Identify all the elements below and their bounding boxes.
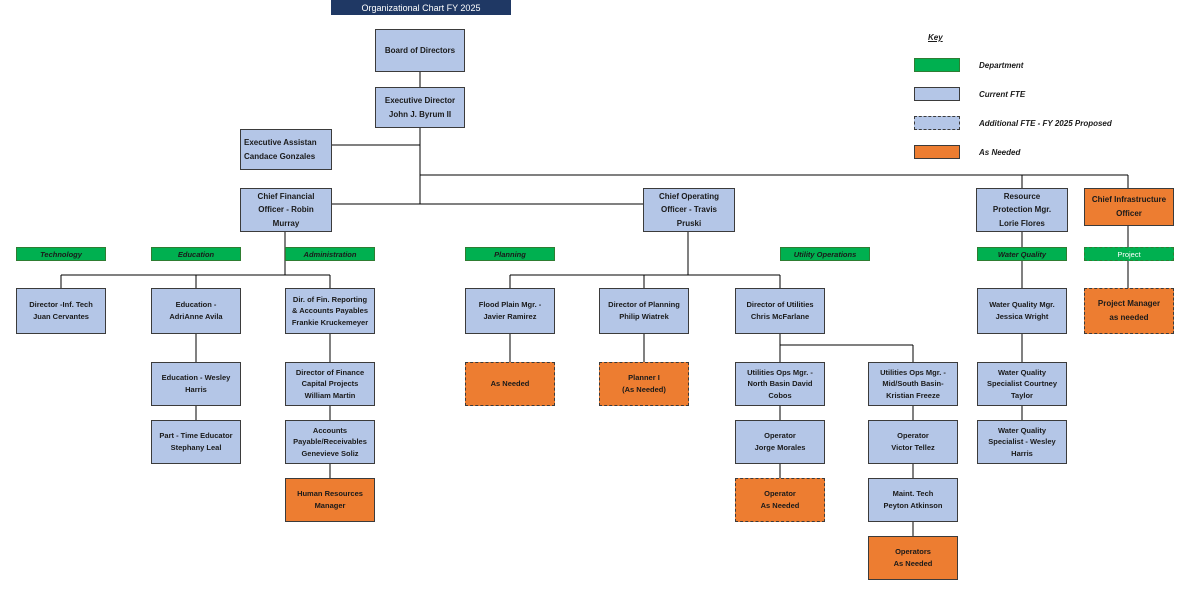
node-planner-i: Planner I (As Needed) xyxy=(599,362,689,406)
node-director-finance-capital: Director of Finance Capital Projects Wil… xyxy=(285,362,375,406)
node-director-inf-tech: Director -Inf. Tech Juan Cervantes xyxy=(16,288,106,334)
node-operator-tellez: Operator Victor Tellez xyxy=(868,420,958,464)
dept-administration: Administration xyxy=(285,247,375,261)
key-label-additional-fte: Additional FTE - FY 2025 Proposed xyxy=(979,119,1112,128)
node-wq-specialist-harris: Water Quality Specialist - Wesley Harris xyxy=(977,420,1067,464)
chart-title: Organizational Chart FY 2025 xyxy=(331,0,511,15)
node-water-quality-mgr: Water Quality Mgr. Jessica Wright xyxy=(977,288,1067,334)
key-label-current-fte: Current FTE xyxy=(979,90,1026,99)
node-operators-as-needed: Operators As Needed xyxy=(868,536,958,580)
node-planning-as-needed: As Needed xyxy=(465,362,555,406)
node-wq-specialist-taylor: Water Quality Specialist Courtney Taylor xyxy=(977,362,1067,406)
node-executive-director: Executive Director John J. Byrum II xyxy=(375,87,465,128)
node-dir-fin-reporting: Dir. of Fin. Reporting & Accounts Payabl… xyxy=(285,288,375,334)
node-util-ops-mid-south-basin: Utilities Ops Mgr. - Mid/South Basin- Kr… xyxy=(868,362,958,406)
node-accounts-payable: Accounts Payable/Receivables Genevieve S… xyxy=(285,420,375,464)
node-flood-plain-mgr: Flood Plain Mgr. - Javier Ramirez xyxy=(465,288,555,334)
dept-water-quality: Water Quality xyxy=(977,247,1067,261)
node-director-of-utilities: Director of Utilities Chris McFarlane xyxy=(735,288,825,334)
node-resource-protection-mgr: Resource Protection Mgr. Lorie Flores xyxy=(976,188,1068,232)
node-maint-tech: Maint. Tech Peyton Atkinson xyxy=(868,478,958,522)
node-util-ops-north-basin: Utilities Ops Mgr. - North Basin David C… xyxy=(735,362,825,406)
dept-education: Education xyxy=(151,247,241,261)
dept-utility-operations: Utility Operations xyxy=(780,247,870,261)
dept-planning: Planning xyxy=(465,247,555,261)
node-cfo: Chief Financial Officer - Robin Murray xyxy=(240,188,332,232)
key-swatch-additional-fte xyxy=(914,116,960,130)
node-education-avila: Education - AdriAnne Avila xyxy=(151,288,241,334)
key-label-department: Department xyxy=(979,61,1024,70)
node-education-harris: Education - Wesley Harris xyxy=(151,362,241,406)
key-swatch-as-needed xyxy=(914,145,960,159)
node-part-time-educator: Part - Time Educator Stephany Leal xyxy=(151,420,241,464)
node-director-of-planning: Director of Planning Philip Wiatrek xyxy=(599,288,689,334)
node-operator-as-needed: Operator As Needed xyxy=(735,478,825,522)
node-chief-infrastructure-officer: Chief Infrastructure Officer xyxy=(1084,188,1174,226)
node-human-resources-manager: Human Resources Manager xyxy=(285,478,375,522)
node-coo: Chief Operating Officer - Travis Pruski xyxy=(643,188,735,232)
node-executive-assistant: Executive Assistan Candace Gonzales xyxy=(240,129,332,170)
key-label-as-needed: As Needed xyxy=(979,148,1021,157)
node-project-manager: Project Manager as needed xyxy=(1084,288,1174,334)
key-swatch-department xyxy=(914,58,960,72)
key-swatch-current-fte xyxy=(914,87,960,101)
dept-project: Project xyxy=(1084,247,1174,261)
dept-technology: Technology xyxy=(16,247,106,261)
node-board-of-directors: Board of Directors xyxy=(375,29,465,72)
node-operator-morales: Operator Jorge Morales xyxy=(735,420,825,464)
key-title: Key xyxy=(928,33,943,42)
